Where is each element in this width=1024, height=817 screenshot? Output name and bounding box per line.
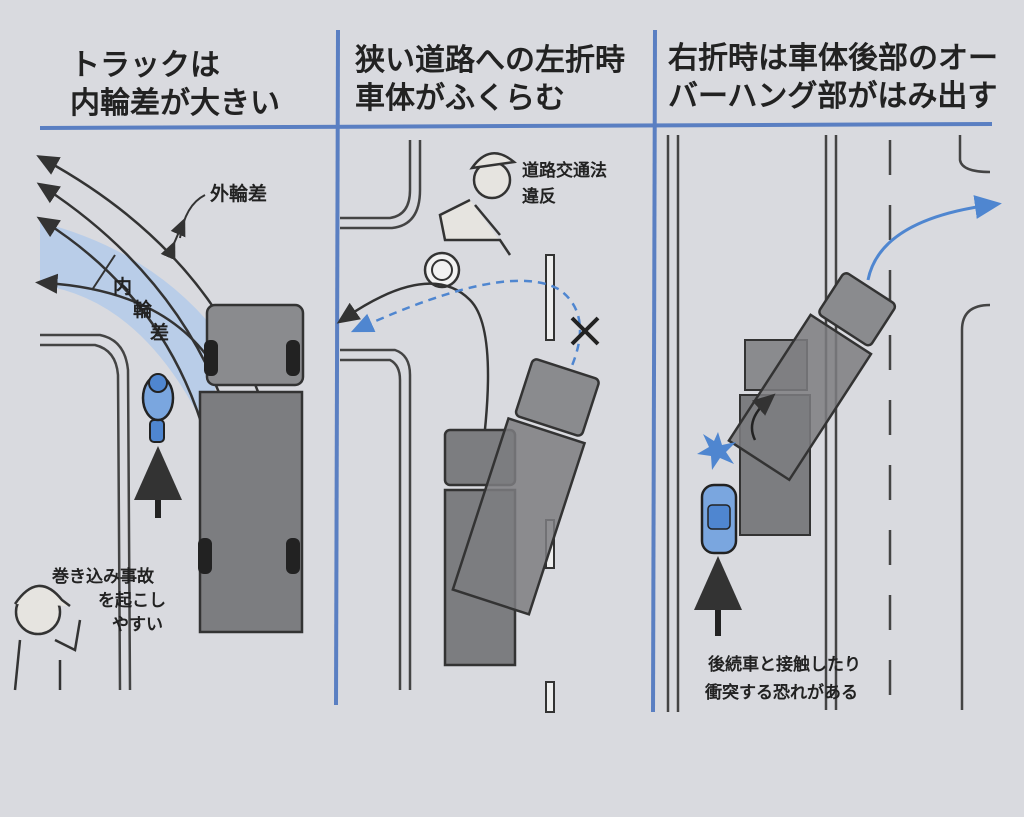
inner-wheel-diff-label-1: 内: [113, 275, 132, 298]
panel-dividers: [39, 29, 993, 713]
caption-line1: 巻き込み事故: [51, 566, 155, 587]
turn-path-arrow: [336, 282, 490, 471]
overhang-swing-arrow: [750, 393, 776, 441]
panel-right-turn-overhang: 右折時は車体後部のオー バーハング部がはみ出す 後続車と接触したり 衝突: [666, 41, 1002, 712]
panel1-title-line1: トラックは: [70, 48, 220, 83]
caption-line2: を起こし: [98, 590, 166, 611]
turn-path-arrow: [866, 195, 1002, 281]
inner-wheel-band: [40, 222, 215, 450]
panel2-title-line1: 狭い道路への左折時: [354, 43, 625, 78]
caption-line3: やすい: [112, 615, 163, 635]
truck-turning-icon: [451, 358, 600, 616]
speech-line1: 道路交通法: [522, 160, 607, 181]
speech-line2: 違反: [522, 186, 556, 207]
truck-turning-icon: [727, 272, 897, 482]
road-curb: [40, 333, 132, 691]
panel2-title-line2: 車体がふくらむ: [355, 81, 565, 116]
panel-inner-wheel-difference: トラックは 内輪差が大きい 外輪差 内 輪 差: [13, 48, 305, 691]
outer-wheel-diff-label: 外輪差: [210, 182, 267, 205]
police-officer-icon: [438, 152, 517, 256]
panel3-title-line2: バーハング部がはみ出す: [668, 79, 997, 114]
road-edges: [340, 140, 422, 690]
traffic-signal-icon: [423, 251, 461, 289]
person-pointing-icon: [13, 584, 82, 691]
bulging-path-arrow: [350, 279, 582, 391]
panel-left-turn-narrow-road: 狭い道路への左折時 車体がふくらむ: [336, 43, 625, 713]
truck-icon: [198, 303, 305, 634]
following-car-icon: [700, 483, 738, 555]
collision-star-icon: [697, 432, 736, 470]
violation-x-icon: [570, 316, 600, 346]
inner-wheel-diff-label-3: 差: [150, 321, 169, 344]
panel1-title-line2: 内輪差が大きい: [70, 86, 280, 121]
inner-wheel-diff-label-2: 輪: [133, 298, 153, 321]
lane-lines: [666, 135, 991, 712]
panel3-title-line1: 右折時は車体後部のオー: [668, 41, 998, 76]
motorcycle-icon: [141, 373, 175, 443]
caption-line1: 後続車と接触したり: [708, 654, 861, 675]
caption-line2: 衝突する恐れがある: [704, 682, 858, 703]
